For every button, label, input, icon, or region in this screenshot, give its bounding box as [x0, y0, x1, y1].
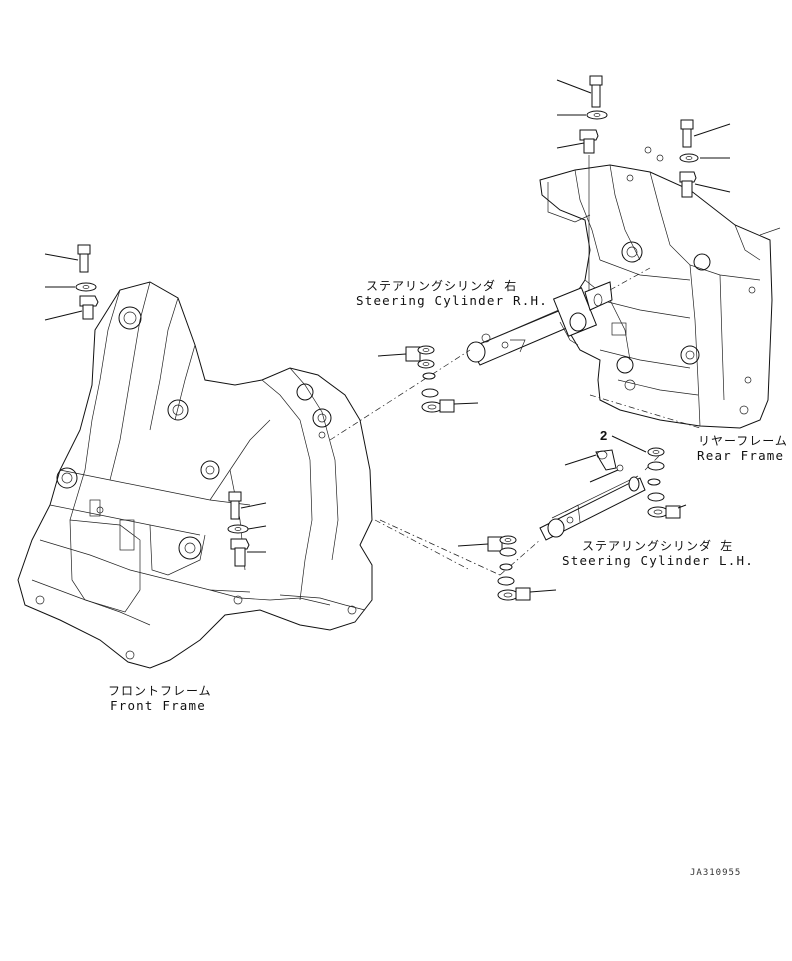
- callout-number-2: 2: [600, 428, 608, 443]
- front-frame-pin-set-lower: [227, 491, 267, 567]
- front-frame-label-en: Front Frame: [110, 698, 206, 713]
- steering-cylinder-rh-label-en: Steering Cylinder R.H.: [356, 293, 548, 308]
- steering-cylinder-lh-label-en: Steering Cylinder L.H.: [562, 553, 754, 568]
- front-frame-dash-link: [374, 519, 471, 571]
- rear-frame-dash-link: [589, 394, 701, 429]
- cylinder-lh-fittings: [457, 435, 687, 601]
- steering-cylinder-rh-label-jp: ステアリングシリンダ 右: [366, 279, 518, 293]
- rear-frame-pin-set-right: [679, 119, 731, 198]
- front-frame-pin-set-upper: [44, 244, 99, 321]
- drawing-code: JA310955: [690, 868, 742, 878]
- rear-frame-label-jp: リヤーフレーム: [698, 434, 788, 448]
- rear-frame-pin-set-left: [556, 75, 608, 290]
- front-frame-label-jp: フロントフレーム: [108, 684, 212, 698]
- rear-frame-drawing: [539, 146, 781, 429]
- steering-cylinder-lh-label-jp: ステアリングシリンダ 左: [582, 539, 734, 553]
- steering-cylinder-rh-drawing: [329, 267, 651, 441]
- rear-frame-label-en: Rear Frame: [697, 448, 785, 463]
- cylinder-rh-fittings: [377, 345, 479, 413]
- steering-cylinder-lh-drawing: [379, 454, 661, 576]
- front-frame-drawing: [17, 281, 373, 669]
